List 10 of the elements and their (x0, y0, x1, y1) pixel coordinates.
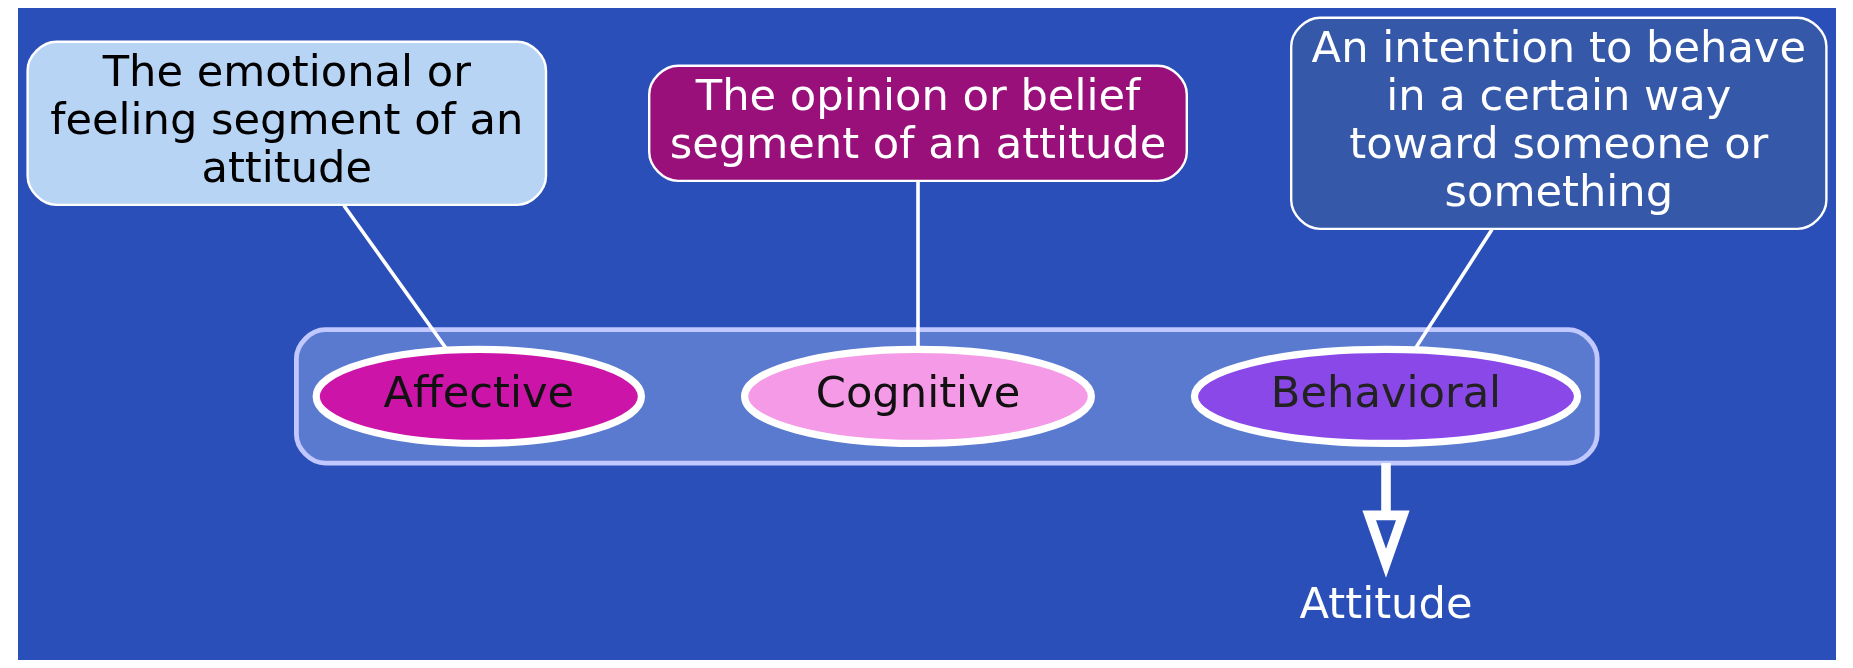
node-ellipse: Affective (312, 345, 645, 448)
node-text: Attitude (1299, 577, 1472, 628)
node-ellipse: Behavioral (1190, 345, 1581, 448)
node-box: The opinion or belief segment of an attitude (647, 64, 1188, 183)
cluster (293, 327, 1600, 466)
connector (915, 181, 920, 349)
node-box: An intention to behave in a certain way toward someone or something (1289, 16, 1828, 231)
node-ellipse: Cognitive (740, 345, 1095, 448)
node-box: The emotional or feeling segment of an attitude (25, 40, 547, 207)
arrow (1361, 463, 1410, 578)
